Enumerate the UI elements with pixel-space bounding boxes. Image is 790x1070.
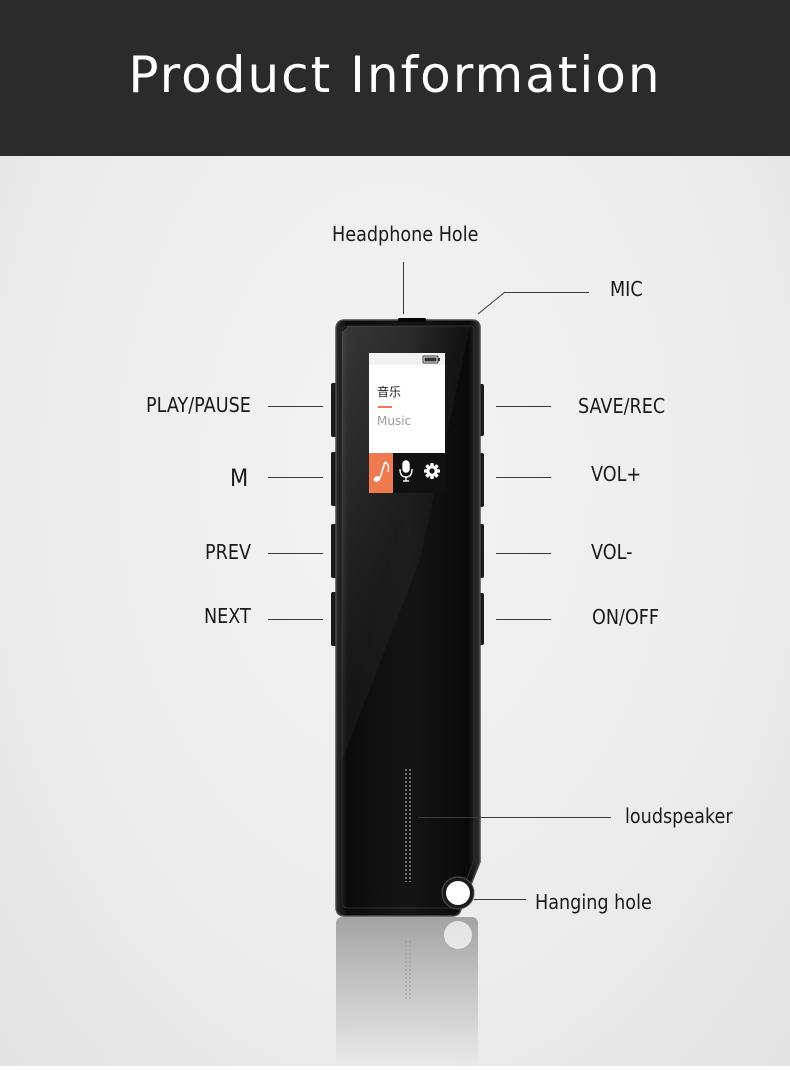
leader-vol-plus (496, 477, 551, 478)
label-prev: PREV (205, 540, 252, 564)
leader-hanging-hole (474, 899, 526, 900)
label-mic: MIC (610, 277, 643, 301)
leader-m (268, 477, 323, 478)
label-vol-plus: VOL+ (591, 462, 642, 486)
leader-headphone (403, 262, 404, 314)
leader-play-pause (268, 406, 323, 407)
label-on-off: ON/OFF (592, 605, 660, 629)
gear-icon (424, 463, 440, 479)
tab-record[interactable] (393, 453, 419, 493)
label-vol-minus: VOL- (591, 540, 633, 564)
leader-mic-h (505, 292, 589, 293)
speaker-grill (403, 768, 412, 882)
screen-menu-label-en: Music (377, 414, 412, 428)
leader-on-off (496, 619, 551, 620)
headphone-port (398, 318, 426, 322)
leader-save-rec (496, 406, 551, 407)
label-next: NEXT (204, 604, 251, 628)
menu-underline (378, 406, 392, 408)
label-loudspeaker: loudspeaker (625, 804, 733, 828)
header-banner: Product Information (0, 0, 790, 156)
leader-vol-minus (496, 553, 551, 554)
music-note-icon (373, 461, 390, 482)
label-headphone-hole: Headphone Hole (332, 222, 479, 246)
label-save-rec: SAVE/REC (578, 394, 666, 418)
device-reflection (336, 917, 478, 1067)
device-screen (369, 353, 445, 493)
label-m: M (230, 464, 249, 492)
label-hanging-hole: Hanging hole (535, 890, 652, 914)
screen-menu-label-cn: 音乐 (377, 385, 402, 399)
page-title: Product Information (128, 46, 662, 104)
leader-loudspeaker (418, 817, 611, 818)
leader-next (268, 619, 323, 620)
hanging-hole (441, 876, 475, 910)
microphone-icon (399, 460, 413, 482)
leader-prev (268, 553, 323, 554)
label-play-pause: PLAY/PAUSE (146, 393, 251, 417)
